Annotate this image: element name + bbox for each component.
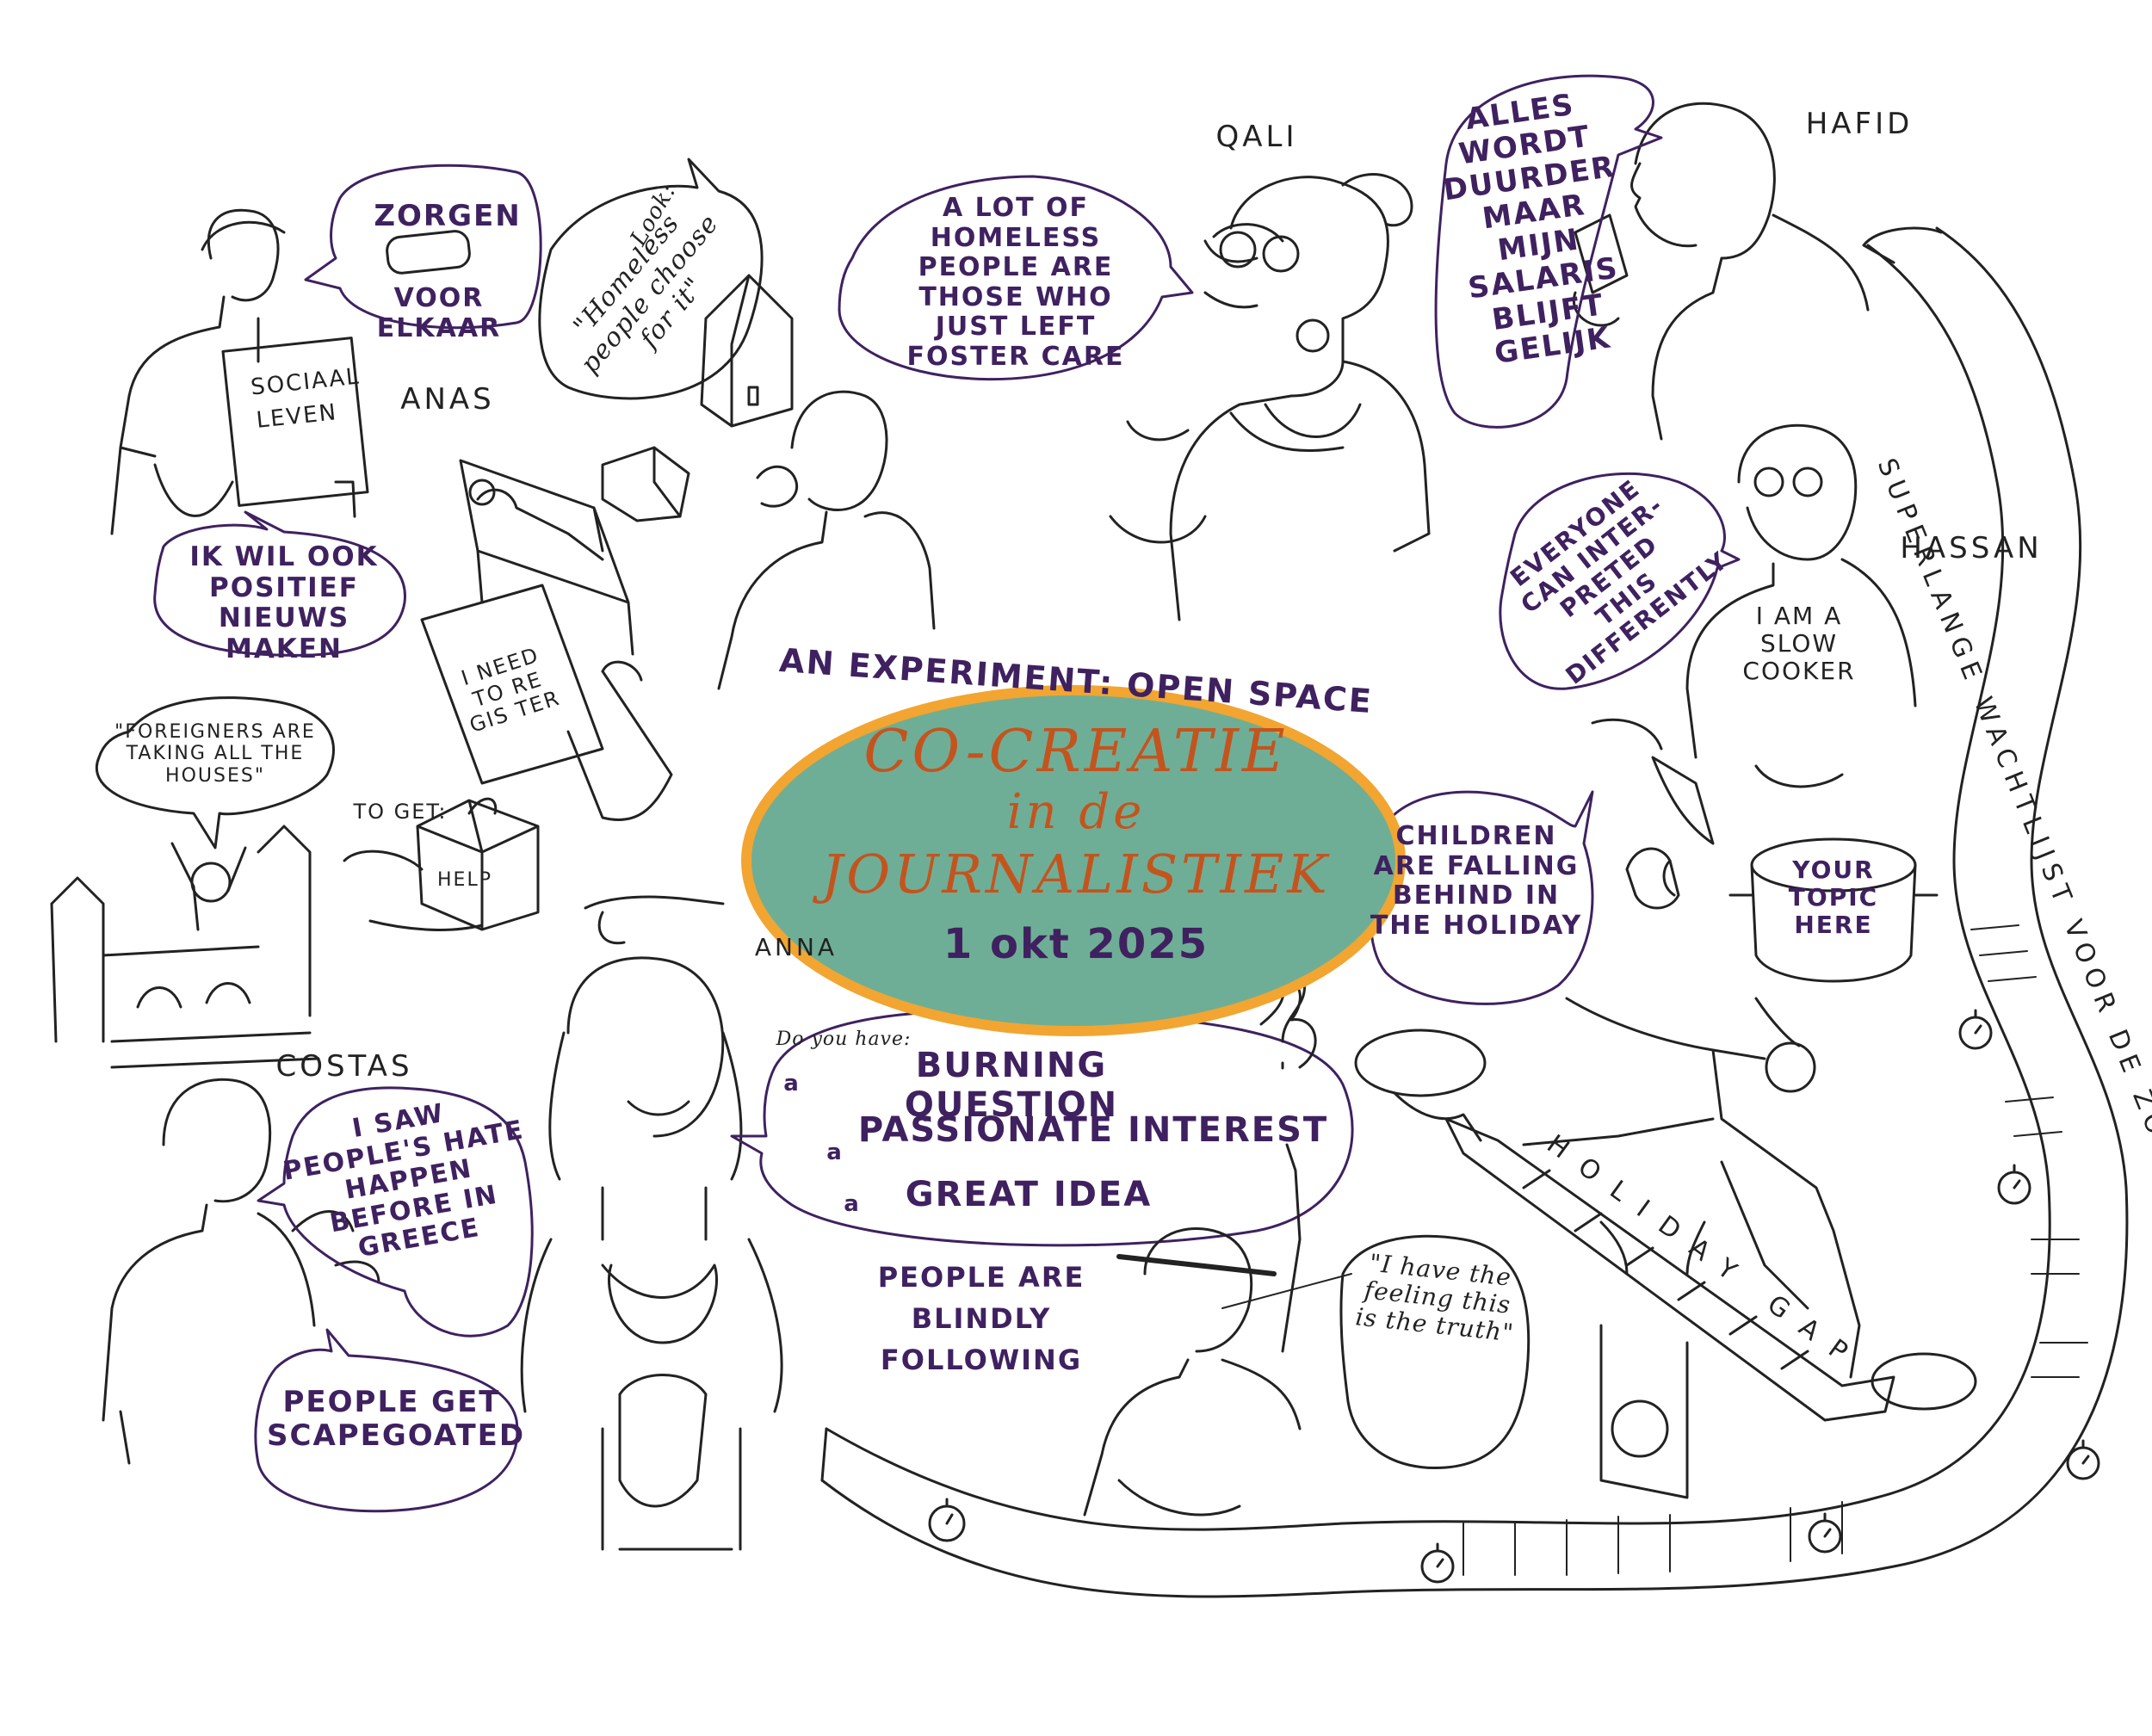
speech-bubble-everyone — [1499, 472, 1741, 690]
speech-bubble-duurder — [1434, 74, 1663, 429]
text-feeling: "I have the feeling this is the truth" — [1354, 1248, 1516, 1348]
text-foster: A LOT OF HOMELESS PEOPLE ARE THOSE WHO J… — [906, 193, 1125, 372]
event-date: 1 okt 2025 — [943, 920, 1209, 968]
hanging-person-figure — [1599, 1220, 1706, 1499]
speech-bubble-scapegoated — [254, 1328, 519, 1513]
text-passionate-interest: PASSIONATE INTEREST — [857, 1110, 1329, 1150]
stopwatch-icon — [1420, 1542, 1455, 1584]
stopwatch-icon — [1808, 1512, 1842, 1554]
text-great-idea: GREAT IDEA — [905, 1175, 1153, 1214]
text-zorgen: ZORGEN — [374, 199, 522, 233]
blindfolded-figure — [1083, 1143, 1302, 1517]
name-anas: ANAS — [400, 382, 495, 417]
hassan-figure — [1685, 423, 1917, 788]
speech-bubble-feeling — [1339, 1234, 1531, 1470]
paper-box — [601, 446, 690, 522]
text-q1-prefix: a — [783, 1071, 801, 1097]
holiday-gap-bridge — [1354, 1029, 1977, 1422]
stopwatch-icon — [1997, 1164, 2031, 1205]
gift-box-icon — [416, 797, 540, 931]
text-blindly: PEOPLE ARE BLINDLY FOLLOWING — [877, 1261, 1085, 1376]
hand-icon — [1591, 718, 1676, 897]
carrot-icon — [1651, 756, 1715, 845]
cooking-pot-icon — [1728, 837, 1939, 983]
name-costas: COSTAS — [275, 1049, 413, 1084]
castle-icon — [50, 825, 320, 1069]
hand-reaching-icon — [584, 895, 725, 945]
speech-bubble-positief — [153, 510, 406, 657]
title-line-3: JOURNALISTIEK — [821, 843, 1331, 905]
text-your-topic: YOUR TOPIC HERE — [1788, 856, 1879, 940]
title-line-2: in de — [1006, 784, 1146, 840]
hand-with-figure-icon — [1625, 847, 1680, 910]
person-on-castle — [170, 842, 247, 931]
name-qali: QALI — [1215, 120, 1298, 154]
jumping-person-figure — [1522, 997, 1861, 1379]
stopwatch-icon — [1958, 1009, 1993, 1050]
text-q2-prefix: a — [826, 1140, 844, 1165]
stopwatch-icon — [2066, 1439, 2100, 1480]
speech-bubble-foreigners — [95, 696, 335, 849]
qali-figure — [1109, 173, 1431, 621]
speech-bubble-hate — [257, 1086, 534, 1338]
text-duurder: ALLES WORDT DUURDER MAAR MIJN SALARIS BL… — [1441, 87, 1622, 371]
name-anna: ANNA — [754, 933, 838, 961]
speech-bubble-homeless-choice — [538, 158, 764, 400]
speech-bubble-zorgen — [304, 164, 542, 330]
bandage-icon — [386, 230, 471, 275]
text-scapegoated: PEOPLE GET SCAPEGOATED — [267, 1385, 526, 1454]
text-do-you-have: Do you have: — [776, 1029, 912, 1050]
text-voor-elkaar: VOOR ELKAAR — [376, 283, 502, 343]
anas-figure — [110, 208, 369, 535]
text-help: HELP — [437, 869, 492, 891]
pointer-line — [1221, 1273, 1352, 1309]
name-hafid: HAFID — [1805, 107, 1914, 141]
speech-bubble-foster — [838, 175, 1194, 381]
title-oval — [741, 685, 1406, 1036]
scroll-paper — [1862, 226, 1943, 264]
anna-figure — [520, 956, 783, 1551]
costas-figure — [102, 1078, 380, 1465]
text-burning-question: BURNING QUESTION — [904, 1046, 1119, 1125]
hand-holding-box — [343, 849, 484, 931]
waiting-list-path — [820, 226, 2129, 1598]
text-positief: IK WIL OOK POSITIEF NIEUWS MAKEN — [189, 541, 379, 664]
register-paper — [420, 584, 673, 822]
text-slow-cooker: I AM A SLOW COOKER — [1742, 602, 1856, 686]
speech-bubble-children — [1369, 790, 1594, 1005]
text-q3-prefix: a — [844, 1191, 861, 1217]
person-on-bench — [459, 459, 634, 656]
stopwatch-icon — [928, 1498, 966, 1542]
thinking-man-figure — [717, 390, 936, 690]
name-hassan: HASSAN — [1900, 531, 2043, 565]
text-to-get: TO GET: — [353, 800, 448, 824]
text-children: CHILDREN ARE FALLING BEHIND IN THE HOLID… — [1370, 821, 1583, 941]
house-icon — [700, 274, 794, 428]
title-line-1: CO-CREATIE — [863, 718, 1289, 786]
text-foreigners: "FOREIGNERS ARE TAKING ALL THE HOUSES" — [114, 721, 316, 787]
